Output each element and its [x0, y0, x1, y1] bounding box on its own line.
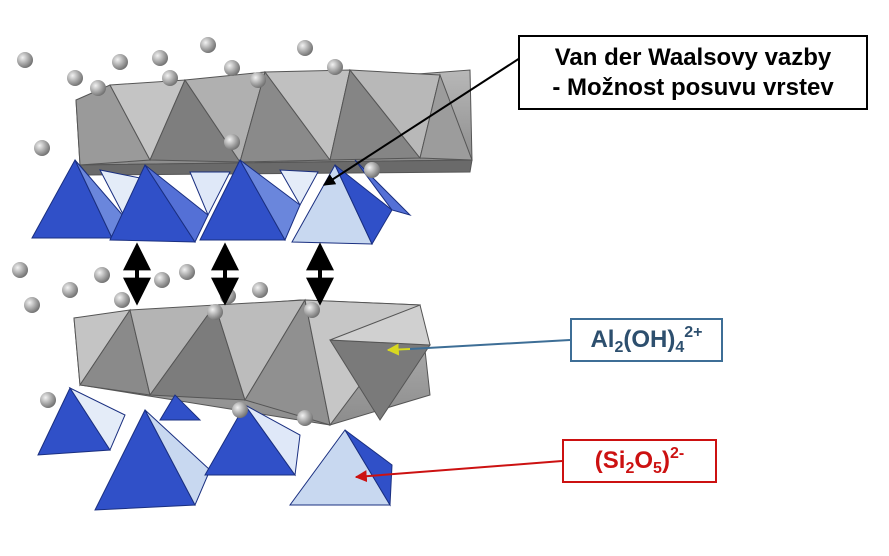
si-pointer-line — [354, 460, 563, 483]
vdw-pointer-line — [322, 57, 521, 186]
al-formula: Al2(OH)42+ — [590, 323, 703, 356]
lower-tetrahedral-sheet — [37, 386, 393, 511]
upper-octahedral-sheet — [75, 68, 473, 176]
van-der-waals-title: Van der Waalsovy vazby — [554, 43, 832, 71]
lower-octahedral-sheet — [73, 298, 431, 427]
al-pointer-tip — [386, 343, 411, 356]
al-pointer-line — [391, 339, 571, 351]
van-der-waals-label-box: Van der Waalsovy vazby - Možnost posuvu … — [518, 35, 868, 110]
si-formula: (Si2O5)2- — [594, 444, 685, 477]
upper-tetrahedral-sheet — [31, 158, 412, 246]
layer-sliding-note: - Možnost posuvu vrstev — [552, 73, 834, 101]
silicate-label-box: (Si2O5)2- — [562, 439, 717, 483]
interlayer-atoms — [12, 37, 380, 426]
al-hydroxide-label-box: Al2(OH)42+ — [570, 318, 723, 362]
interlayer-double-arrows — [123, 242, 334, 306]
